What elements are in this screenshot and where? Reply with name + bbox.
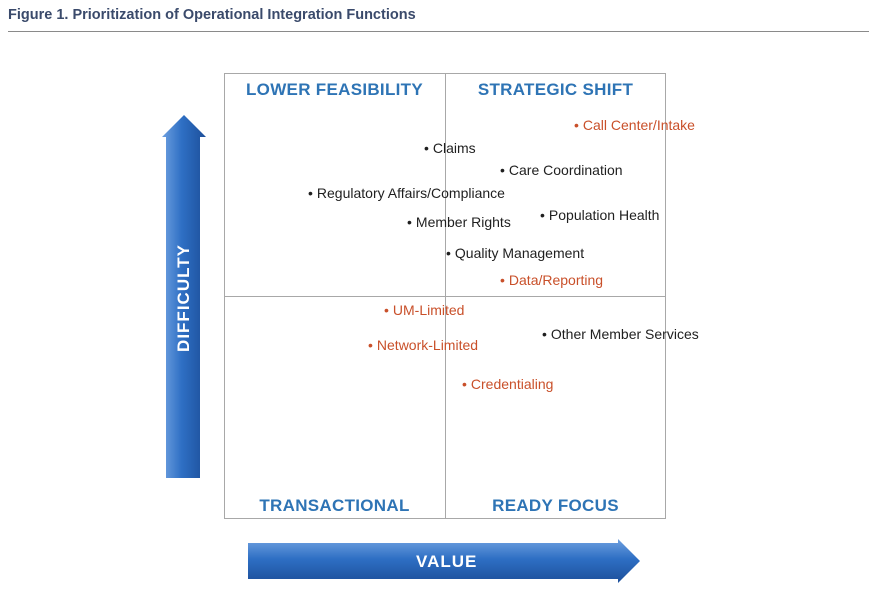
quadrant-strategic-shift: STRATEGIC SHIFT [477,80,634,99]
item-quality-management: •Quality Management [446,245,585,261]
item-call-center-intake: •Call Center/Intake [574,117,695,133]
quadrant-ready-focus: READY FOCUS [492,496,619,515]
item-care-coordination: •Care Coordination [500,162,623,178]
item-member-rights: •Member Rights [407,214,511,230]
quadrant-transactional: TRANSACTIONAL [259,496,410,515]
item-um-limited: •UM-Limited [384,302,465,318]
quadrant-lower-feasibility: LOWER FEASIBILITY [246,80,423,99]
item-population-health: •Population Health [540,207,660,223]
item-data-reporting: •Data/Reporting [500,272,604,288]
title-divider [8,31,869,32]
item-claims: •Claims [424,140,476,156]
item-regulatory-affairs-compliance: •Regulatory Affairs/Compliance [308,185,505,201]
value-arrow-icon [248,539,640,583]
item-other-member-services: •Other Member Services [542,326,699,342]
figure-title: Figure 1. Prioritization of Operational … [8,7,416,23]
item-credentialing: •Credentialing [462,376,554,392]
difficulty-arrow-icon [162,115,206,478]
difficulty-axis-label: DIFFICULTY [174,244,193,352]
value-axis-label: VALUE [416,552,478,571]
item-network-limited: •Network-Limited [368,337,479,353]
grid-horizontal-divider [224,296,666,297]
